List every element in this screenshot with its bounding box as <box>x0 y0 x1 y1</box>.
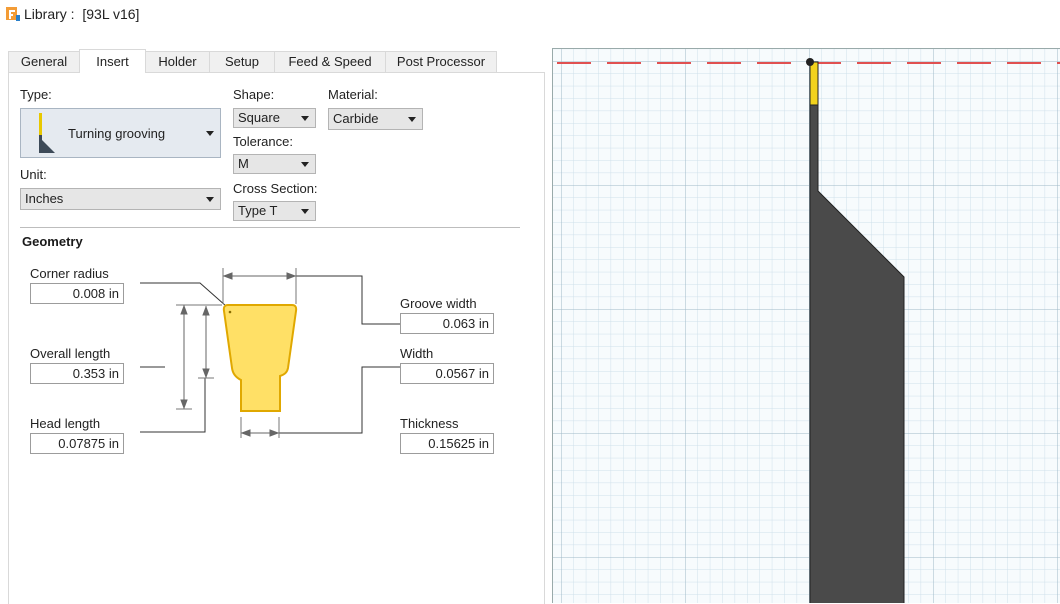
head-length-label: Head length <box>30 416 101 431</box>
chevron-down-icon <box>301 209 309 214</box>
unit-dropdown[interactable]: Inches <box>20 188 221 210</box>
type-dropdown[interactable]: Turning grooving <box>20 108 221 158</box>
chevron-down-icon <box>408 117 416 122</box>
shape-dropdown[interactable]: Square <box>233 108 316 128</box>
material-value: Carbide <box>333 111 379 126</box>
tolerance-dropdown[interactable]: M <box>233 154 316 174</box>
geometry-section-title: Geometry <box>22 234 83 249</box>
groove-width-label: Groove width <box>400 296 477 311</box>
shape-value: Square <box>238 110 280 125</box>
tab-holder[interactable]: Holder <box>145 51 210 72</box>
width-label: Width <box>400 346 434 361</box>
app-logo-icon <box>5 6 21 22</box>
material-dropdown[interactable]: Carbide <box>328 108 423 130</box>
cross-section-dropdown[interactable]: Type T <box>233 201 316 221</box>
insert-dimension-diagram <box>140 268 400 438</box>
corner-radius-input[interactable]: 0.008 in <box>30 283 124 304</box>
corner-radius-label: Corner radius <box>30 266 109 281</box>
chevron-down-icon <box>206 131 214 136</box>
tab-general[interactable]: General <box>8 51 80 72</box>
grooving-insert-icon <box>39 113 55 153</box>
cross-section-label: Cross Section: <box>233 181 318 196</box>
unit-label: Unit: <box>20 167 47 182</box>
shape-label: Shape: <box>233 87 275 102</box>
tab-post-processor[interactable]: Post Processor <box>385 51 497 72</box>
groove-width-input[interactable]: 0.063 in <box>400 313 494 334</box>
thickness-label: Thickness <box>400 416 459 431</box>
tab-insert[interactable]: Insert <box>79 49 146 73</box>
cross-section-value: Type T <box>238 203 278 218</box>
type-value: Turning grooving <box>68 126 166 141</box>
window-title: Library : [93L v16] <box>24 6 140 22</box>
overall-length-input[interactable]: 0.353 in <box>30 363 124 384</box>
section-divider <box>20 227 520 228</box>
chevron-down-icon <box>206 197 214 202</box>
material-label: Material: <box>328 87 378 102</box>
chevron-down-icon <box>301 162 309 167</box>
tolerance-value: M <box>238 156 249 171</box>
chevron-down-icon <box>301 116 309 121</box>
tolerance-label: Tolerance: <box>233 134 293 149</box>
unit-value: Inches <box>25 191 64 206</box>
head-length-input[interactable]: 0.07875 in <box>30 433 124 454</box>
tab-feed-speed[interactable]: Feed & Speed <box>274 51 386 72</box>
thickness-input[interactable]: 0.15625 in <box>400 433 494 454</box>
overall-length-label: Overall length <box>30 346 111 361</box>
title-bar: Library : [93L v16] <box>0 0 1060 30</box>
preview-graphic <box>553 49 1060 603</box>
tab-setup[interactable]: Setup <box>209 51 275 72</box>
type-label: Type: <box>20 87 52 102</box>
tool-preview-canvas[interactable] <box>552 48 1060 603</box>
width-input[interactable]: 0.0567 in <box>400 363 494 384</box>
